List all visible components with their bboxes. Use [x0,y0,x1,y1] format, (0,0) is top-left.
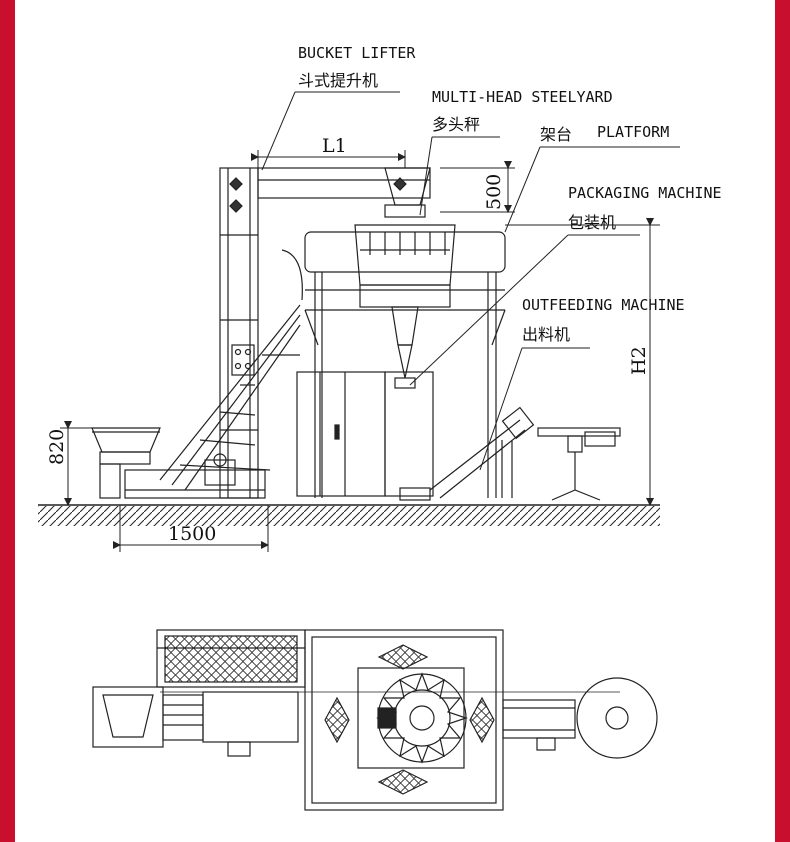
top-platform [304,629,504,811]
dim-1500: 1500 [168,523,216,545]
dim-500: 500 [483,174,505,210]
dim-l1: L1 [322,135,347,157]
leader-lines [261,91,680,471]
rotary-table [537,427,621,501]
floor [38,504,660,526]
packaging-label: PACKAGING MACHINE [568,184,722,202]
platform [304,231,506,498]
left-red-border [0,0,15,842]
multihead-weigher [354,204,456,379]
top-feed-hopper [92,686,299,757]
dim-820: 820 [46,429,68,465]
bucket-lifter-cn-label: 斗式提升机 [298,71,378,90]
platform-label: PLATFORM [597,123,669,141]
top-view [92,629,658,811]
multihead-label: MULTI-HEAD STEELYARD [432,88,613,106]
outfeed-conveyor [429,406,535,499]
dimension-lines [60,150,660,552]
packaging-machine [296,371,434,501]
top-outfeed [502,677,658,759]
incline-conveyor [124,249,303,499]
side-view [38,167,660,526]
packaging-cn-label: 包装机 [568,213,616,232]
outfeeding-label: OUTFEEDING MACHINE [522,296,685,314]
platform-cn-label: 架台 [540,125,572,144]
dim-h2: H2 [628,346,650,375]
top-bucket-lifter [156,629,306,688]
bucket-lifter-label: BUCKET LIFTER [298,44,416,62]
outfeeding-cn-label: 出料机 [522,325,570,344]
feed-hopper [91,427,161,499]
top-multihead-weigher [357,667,468,769]
right-red-border [775,0,790,842]
multihead-cn-label: 多头秤 [432,115,480,134]
